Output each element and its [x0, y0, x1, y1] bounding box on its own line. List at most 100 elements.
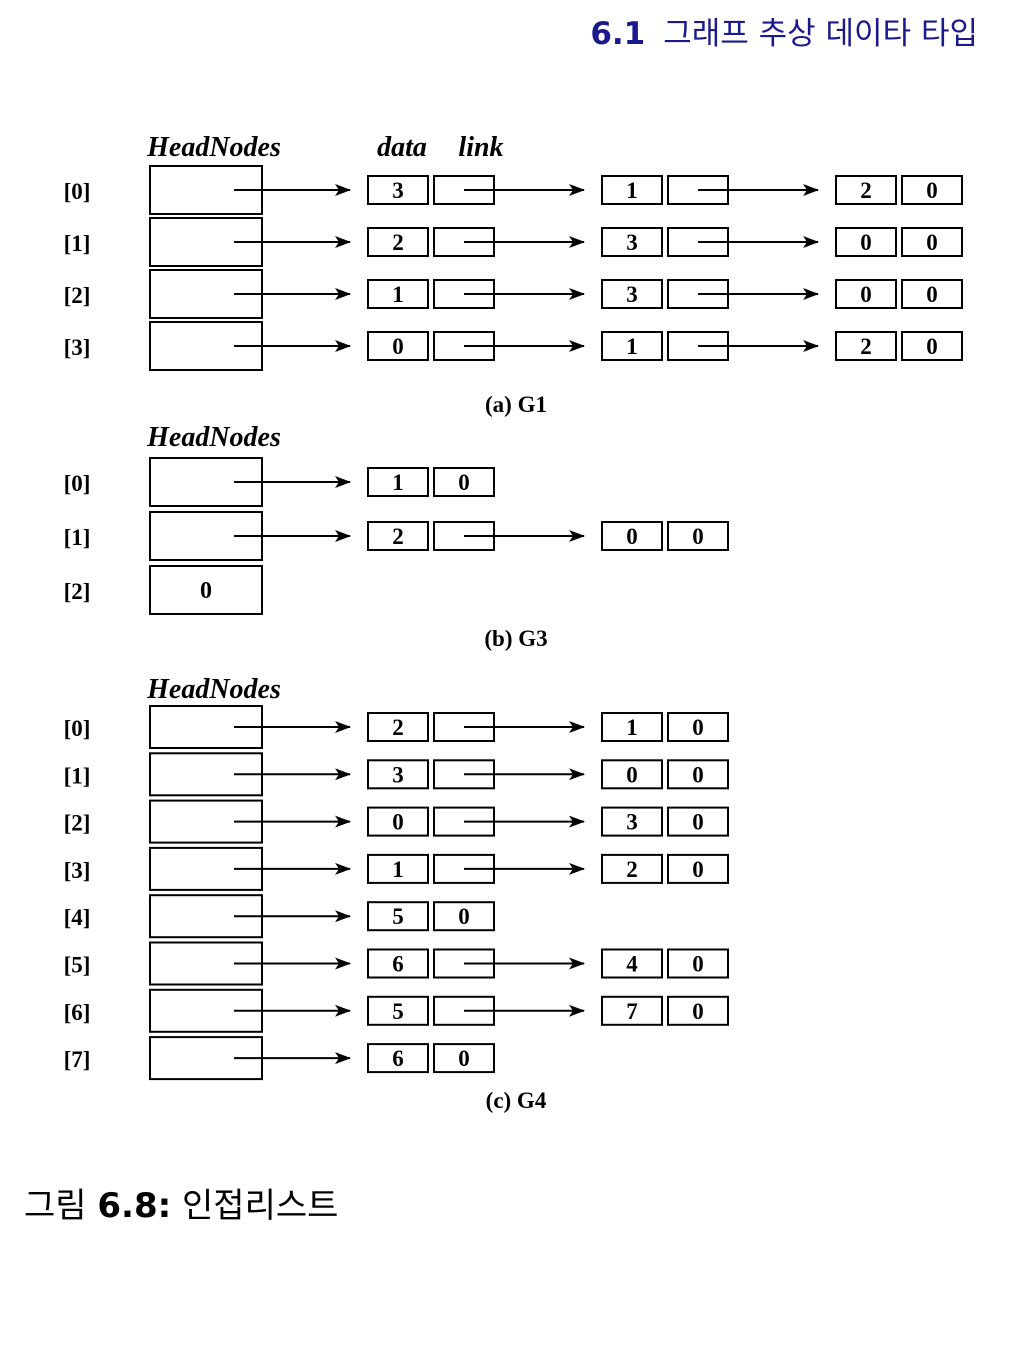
row-index-label: [0] [64, 716, 91, 741]
data-cell [835, 331, 897, 361]
caption-number: 6.8: [97, 1186, 172, 1226]
data-value: 0 [860, 282, 872, 307]
row-index-label: [5] [64, 953, 91, 978]
link-cell [901, 279, 963, 309]
data-cell [601, 853, 663, 884]
data-cell [601, 521, 663, 551]
data-value: 0 [392, 810, 404, 835]
data-cell [367, 806, 429, 837]
data-value: 0 [860, 230, 872, 255]
row-index-label: [4] [64, 905, 91, 930]
data-cell [835, 227, 897, 257]
link-value: 0 [692, 999, 704, 1024]
link-value: 0 [458, 470, 470, 495]
data-value: 5 [392, 904, 404, 929]
link-value: 0 [926, 230, 938, 255]
data-value: 2 [392, 230, 404, 255]
section-number: 6.1 [590, 16, 646, 52]
link-cell [901, 175, 963, 205]
link-cell [667, 712, 729, 742]
data-cell [601, 227, 663, 257]
data-value: 2 [626, 857, 638, 882]
data-cell [367, 279, 429, 309]
link-field-label: link [458, 132, 503, 163]
row-index-label: [3] [64, 335, 91, 360]
data-cell [601, 759, 663, 790]
row-index-label: [6] [64, 1000, 91, 1025]
data-cell [601, 806, 663, 837]
data-cell [835, 279, 897, 309]
head-node-value: 0 [200, 578, 212, 604]
headnodes-label: HeadNodes [146, 674, 281, 705]
data-cell [367, 948, 429, 979]
link-cell [667, 995, 729, 1026]
data-value: 1 [392, 857, 404, 882]
link-cell [433, 901, 495, 932]
link-value: 0 [692, 857, 704, 882]
panel-caption: (b) G3 [484, 626, 547, 651]
data-value: 2 [860, 334, 872, 359]
data-value: 7 [626, 999, 638, 1024]
data-value: 6 [392, 1046, 404, 1071]
panel-caption: (a) G1 [485, 392, 547, 417]
link-value: 0 [926, 178, 938, 203]
data-value: 3 [626, 282, 638, 307]
data-value: 1 [392, 282, 404, 307]
data-cell [367, 227, 429, 257]
link-cell [667, 853, 729, 884]
link-value: 0 [926, 282, 938, 307]
data-cell [367, 521, 429, 551]
link-value: 0 [458, 1046, 470, 1071]
row-index-label: [2] [64, 283, 91, 308]
data-cell [367, 712, 429, 742]
data-cell [601, 995, 663, 1026]
data-value: 5 [392, 999, 404, 1024]
data-value: 3 [392, 762, 404, 787]
figure-caption: 그림 6.8: 인접리스트 [24, 1178, 338, 1227]
row-index-label: [2] [64, 579, 91, 604]
head-node [149, 565, 263, 615]
row-index-label: [0] [64, 471, 91, 496]
data-cell [835, 175, 897, 205]
data-cell [601, 948, 663, 979]
data-value: 2 [860, 178, 872, 203]
data-value: 3 [392, 178, 404, 203]
row-index-label: [1] [64, 231, 91, 256]
data-cell [601, 331, 663, 361]
link-cell [667, 948, 729, 979]
row-index-label: [2] [64, 811, 91, 836]
caption-title: 인접리스트 [182, 1186, 339, 1226]
headnodes-label: HeadNodes [146, 132, 281, 163]
data-cell [367, 995, 429, 1026]
link-value: 0 [692, 810, 704, 835]
link-cell [433, 467, 495, 497]
link-cell [901, 227, 963, 257]
data-cell [601, 279, 663, 309]
data-value: 2 [392, 524, 404, 549]
link-value: 0 [692, 524, 704, 549]
data-value: 1 [626, 178, 638, 203]
section-header: 6.1 그래프 추상 데이타 타입 [590, 8, 978, 53]
link-cell [667, 759, 729, 790]
data-cell [367, 1043, 429, 1074]
link-cell [901, 331, 963, 361]
data-cell [367, 467, 429, 497]
panel-caption: (c) G4 [486, 1088, 547, 1113]
data-value: 2 [392, 715, 404, 740]
link-value: 0 [926, 334, 938, 359]
link-cell [433, 1043, 495, 1074]
data-value: 4 [626, 952, 638, 977]
data-value: 6 [392, 952, 404, 977]
data-cell [367, 901, 429, 932]
link-cell [667, 521, 729, 551]
data-value: 1 [626, 334, 638, 359]
headnodes-label: HeadNodes [146, 422, 281, 453]
data-value: 1 [626, 715, 638, 740]
link-value: 0 [458, 904, 470, 929]
data-value: 0 [392, 334, 404, 359]
row-index-label: [0] [64, 179, 91, 204]
section-title: 그래프 추상 데이타 타입 [663, 16, 978, 52]
link-value: 0 [692, 952, 704, 977]
data-value: 3 [626, 810, 638, 835]
row-index-label: [7] [64, 1047, 91, 1072]
